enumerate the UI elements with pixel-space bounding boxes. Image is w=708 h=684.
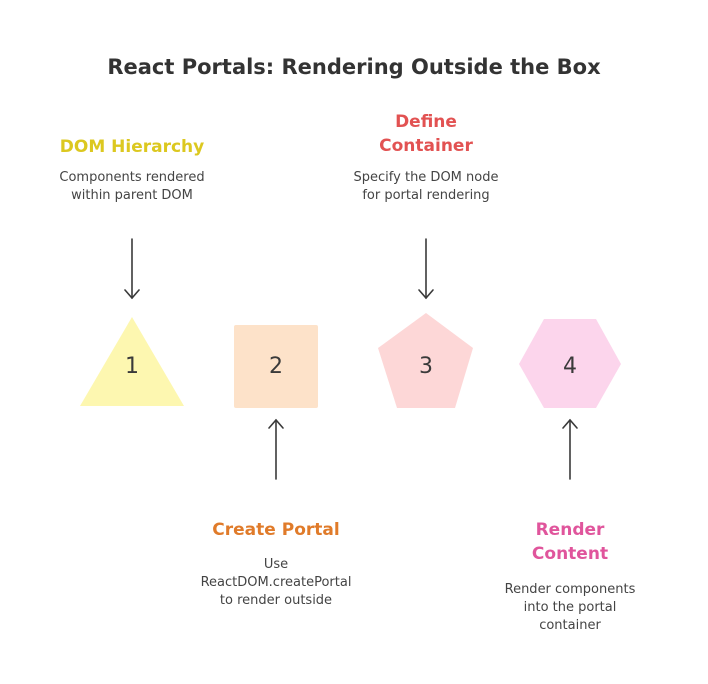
arrow-down-1 xyxy=(124,238,140,300)
arrow-up-4 xyxy=(562,418,578,480)
step-4-hexagon xyxy=(519,319,621,408)
step-4-heading-line: Content xyxy=(531,544,609,564)
step-1-triangle xyxy=(80,317,184,406)
step-4-heading-line: Render xyxy=(535,520,605,540)
arrow-up-2 xyxy=(268,418,284,480)
arrow-down-3 xyxy=(418,238,434,300)
step-3-pentagon xyxy=(378,313,473,408)
step-1-heading: DOM Hierarchy xyxy=(59,137,205,157)
step-3-heading-line: Define xyxy=(395,112,457,132)
step-3-description-line: Specify the DOM node xyxy=(353,170,499,185)
step-4-description-line: into the portal xyxy=(523,600,617,615)
step-2-description-line: to render outside xyxy=(219,593,333,608)
diagram-title: React Portals: Rendering Outside the Box xyxy=(107,55,601,79)
step-1-description-line: within parent DOM xyxy=(71,188,193,203)
step-2-number: 2 xyxy=(269,354,283,379)
step-3-heading-line: Container xyxy=(379,136,473,156)
step-1-description-line: Components rendered xyxy=(59,170,205,185)
step-3-number: 3 xyxy=(419,354,433,379)
step-3-description-line: for portal rendering xyxy=(362,188,490,203)
step-4-description-line: Render components xyxy=(504,582,636,597)
step-4-number: 4 xyxy=(563,354,577,379)
step-4-description-line: container xyxy=(539,618,601,633)
step-2-square xyxy=(234,325,318,408)
step-1-number: 1 xyxy=(125,354,139,379)
step-2-heading: Create Portal xyxy=(212,520,340,540)
step-2-description-line: Use xyxy=(263,557,289,572)
step-2-description-line: ReactDOM.createPortal xyxy=(200,575,352,590)
